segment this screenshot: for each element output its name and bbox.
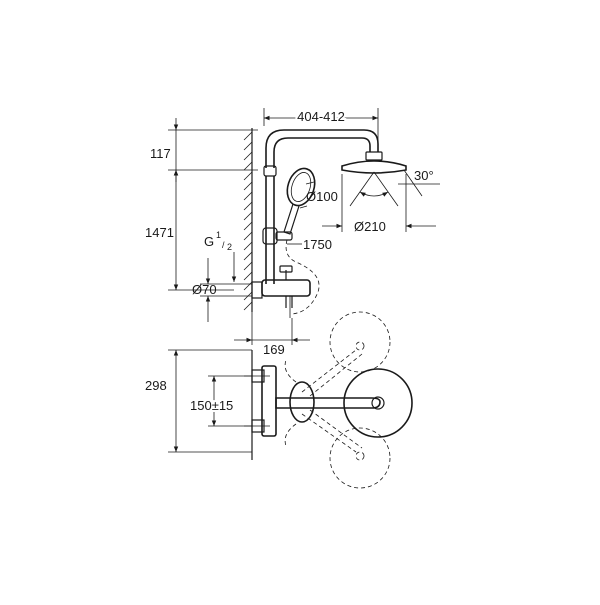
front-view: 404-412 117 1471 G 1 / 2 Ø: [145, 107, 440, 357]
dim-heights: 117 1471: [145, 118, 258, 291]
dim-hand-shower: Ø100: [299, 181, 338, 209]
thread-den: 2: [227, 242, 232, 252]
hose-label: 1750: [303, 237, 332, 252]
dim-projection: 169: [234, 312, 310, 357]
hand-shower-label: Ø100: [306, 189, 338, 204]
thermostat-mixer: [251, 265, 311, 318]
projection-label: 169: [263, 342, 285, 357]
dim-width-label: 404-412: [297, 109, 345, 124]
dim-thread: G 1 / 2: [204, 230, 237, 282]
swivel-positions: [284, 311, 391, 489]
angle-label: 30°: [414, 168, 434, 183]
thread-slash: /: [222, 240, 225, 250]
dim-rosette: Ø70: [192, 258, 252, 322]
arm-top-view: [275, 368, 413, 438]
dim-hose: 1750: [287, 237, 332, 252]
head-shower-label: Ø210: [354, 219, 386, 234]
rosette-label: Ø70: [192, 282, 217, 297]
thread-label: G: [204, 234, 214, 249]
dim-centres: 150±15: [188, 375, 252, 427]
hand-shower: [283, 167, 316, 235]
dim-1471-label: 1471: [145, 225, 174, 240]
thread-num: 1: [216, 230, 221, 240]
head-shower: [341, 151, 407, 207]
dim-depth: 298: [145, 350, 179, 452]
dim-width-top: 404-412: [263, 107, 379, 150]
dim-angle: 30°: [398, 168, 440, 197]
depth-label: 298: [145, 378, 167, 393]
dim-head-shower: Ø210: [322, 174, 436, 234]
hose-line: [285, 239, 320, 315]
eccentric-connectors: [244, 365, 277, 437]
shower-riser: [262, 129, 379, 284]
top-view: 298 150±15: [145, 311, 413, 489]
centres-label: 150±15: [190, 398, 233, 413]
dim-117-label: 117: [150, 146, 171, 161]
